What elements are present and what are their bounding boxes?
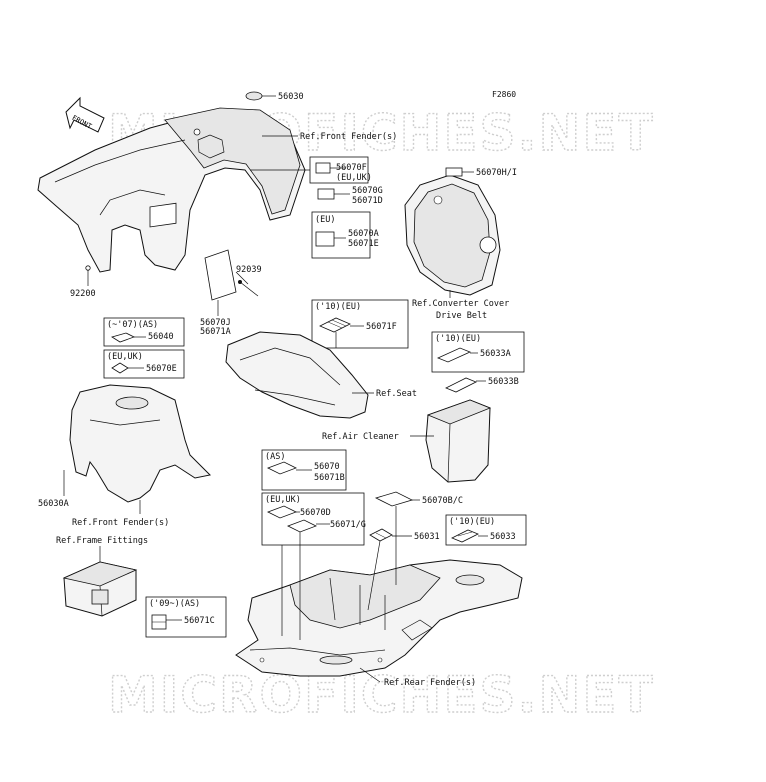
label-56031: 56031 bbox=[414, 532, 440, 542]
note-as: (AS) bbox=[265, 452, 285, 462]
decal-56070HI bbox=[445, 167, 463, 177]
label-56070: 56070 bbox=[314, 462, 340, 472]
decal-56070BC bbox=[374, 491, 414, 507]
label-drive-belt: Drive Belt bbox=[436, 311, 487, 321]
label-56030A: 56030A bbox=[38, 499, 69, 509]
label-56071D: 56071D bbox=[352, 196, 383, 206]
decal-56033 bbox=[451, 529, 479, 543]
label-ref-frame-fittings: Ref.Frame Fittings bbox=[56, 536, 148, 546]
bolt-92039 bbox=[239, 281, 259, 297]
cap-56030 bbox=[245, 91, 263, 101]
rear-fender-illustration bbox=[235, 559, 523, 677]
note-euuk2: (EU,UK) bbox=[265, 495, 301, 505]
callout-box-10eu-seat bbox=[311, 299, 409, 349]
label-56033B: 56033B bbox=[488, 377, 519, 387]
note-56070F: (EU,UK) bbox=[336, 173, 372, 183]
decal-56070D bbox=[267, 505, 297, 519]
decal-56033B bbox=[445, 377, 477, 393]
note-07as: (~'07)(AS) bbox=[107, 320, 158, 330]
callout-box-10eu-b bbox=[445, 514, 527, 546]
label-ref-front-fender-top: Ref.Front Fender(s) bbox=[300, 132, 397, 142]
callout-box-euuk bbox=[103, 349, 185, 379]
label-56070A: 56070A bbox=[348, 229, 379, 239]
label-56071E: 56071E bbox=[348, 239, 379, 249]
note-10eu-a: ('10)(EU) bbox=[435, 334, 481, 344]
seat-illustration bbox=[225, 331, 369, 419]
callout-box-07as bbox=[103, 317, 185, 347]
decal-56070 bbox=[267, 461, 297, 475]
plate-56070J bbox=[204, 249, 237, 301]
callout-box-as bbox=[261, 449, 347, 491]
callout-box-euuk2 bbox=[261, 492, 365, 546]
label-56070J: 56070J bbox=[200, 318, 231, 328]
figure-code: F2860 bbox=[492, 90, 516, 99]
label-56070HI: 56070H/I bbox=[476, 168, 517, 178]
note-09as: ('09~)(AS) bbox=[149, 599, 200, 609]
callout-box-eu bbox=[311, 211, 371, 259]
label-92200: 92200 bbox=[70, 289, 96, 299]
label-56033: 56033 bbox=[490, 532, 516, 542]
decal-56070G bbox=[317, 188, 335, 200]
label-56070E: 56070E bbox=[146, 364, 177, 374]
label-ref-seat: Ref.Seat bbox=[376, 389, 417, 399]
frame-fittings-illustration bbox=[62, 561, 138, 617]
label-ref-rear-fender: Ref.Rear Fender(s) bbox=[384, 678, 476, 688]
watermark-bottom: MICROFICHES.NET bbox=[108, 666, 655, 724]
callout-box-09as bbox=[145, 596, 227, 638]
label-56033A: 56033A bbox=[480, 349, 511, 359]
label-56030: 56030 bbox=[278, 92, 304, 102]
label-56070G: 56070G bbox=[352, 186, 383, 196]
note-euuk: (EU,UK) bbox=[107, 352, 143, 362]
converter-cover-illustration bbox=[404, 174, 501, 296]
label-56071A: 56071A bbox=[200, 327, 231, 337]
decal-56070E bbox=[111, 362, 129, 374]
label-56070D: 56070D bbox=[300, 508, 331, 518]
label-56070BC: 56070B/C bbox=[422, 496, 463, 506]
decal-56071G bbox=[287, 519, 317, 533]
label-ref-air-cleaner: Ref.Air Cleaner bbox=[322, 432, 399, 442]
callout-box-10eu-a bbox=[431, 331, 525, 373]
label-ref-converter-cover: Ref.Converter Cover bbox=[412, 299, 509, 309]
front-fender-top-illustration bbox=[37, 107, 306, 273]
front-arrow-icon: FRONT bbox=[65, 96, 105, 133]
label-56071C: 56071C bbox=[184, 616, 215, 626]
label-56071F: 56071F bbox=[366, 322, 397, 332]
label-56071B: 56071B bbox=[314, 473, 345, 483]
air-cleaner-illustration bbox=[425, 399, 492, 483]
note-eu: (EU) bbox=[315, 215, 335, 225]
note-10eu-b: ('10)(EU) bbox=[449, 517, 495, 527]
decal-56040 bbox=[111, 332, 136, 343]
note-10eu-seat: ('10)(EU) bbox=[315, 302, 361, 312]
label-ref-front-fender-bottom: Ref.Front Fender(s) bbox=[72, 518, 169, 528]
label-56070F: 56070F bbox=[336, 163, 367, 173]
label-92039: 92039 bbox=[236, 265, 262, 275]
decal-56070F bbox=[315, 162, 331, 174]
label-56040: 56040 bbox=[148, 332, 174, 342]
front-fender-bottom-illustration bbox=[69, 384, 212, 503]
decal-56070A bbox=[315, 231, 335, 247]
label-56071G: 56071/G bbox=[330, 520, 366, 530]
decal-56033A bbox=[436, 347, 472, 363]
clip-92200 bbox=[85, 265, 91, 271]
decal-56031 bbox=[369, 528, 393, 542]
